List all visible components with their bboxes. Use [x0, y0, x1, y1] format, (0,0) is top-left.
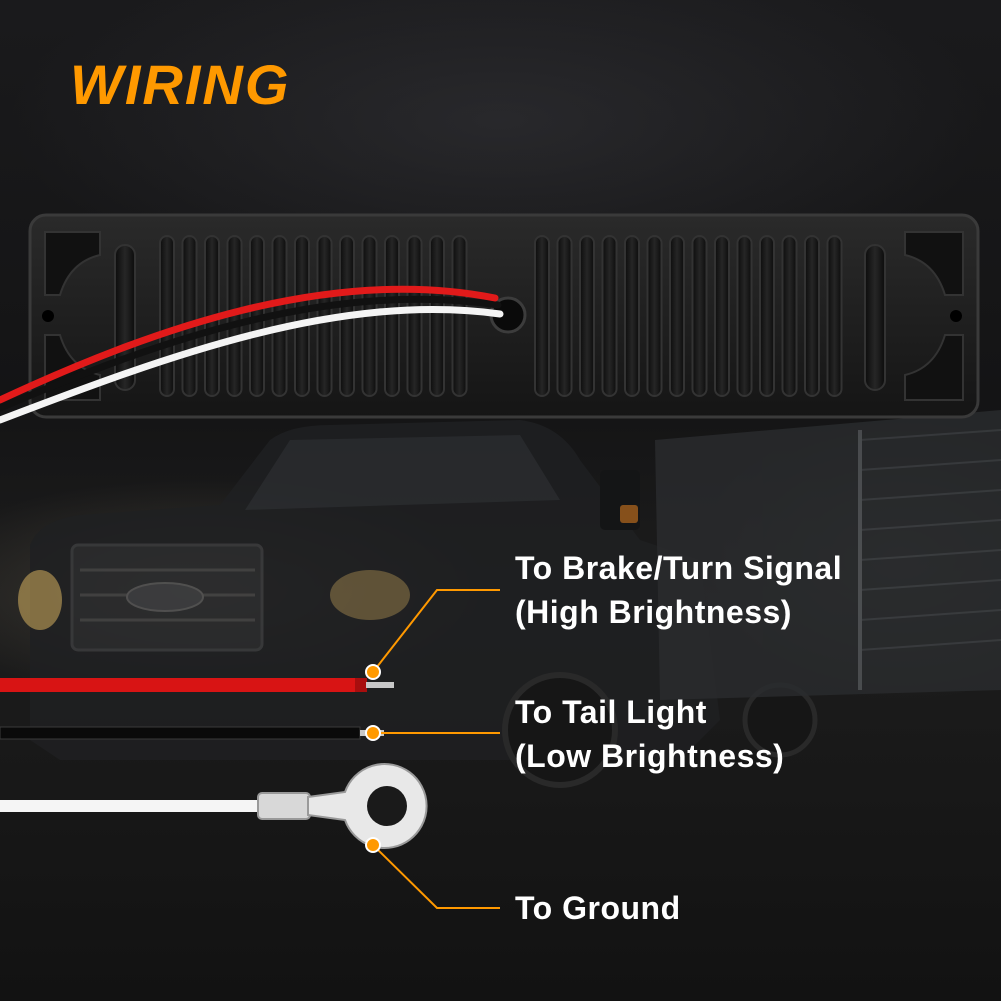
light-wires	[0, 285, 504, 424]
led-rib	[759, 235, 775, 397]
led-rib	[691, 235, 708, 397]
led-rib	[669, 235, 685, 397]
led-rib	[601, 235, 618, 397]
led-rib	[624, 235, 640, 397]
page-title: WIRING	[70, 53, 291, 116]
led-rib	[429, 235, 445, 397]
led-rib	[826, 235, 843, 397]
led-rib	[804, 235, 820, 397]
brake-turn-label-line1: To Brake/Turn Signal	[515, 550, 843, 586]
led-rib	[534, 235, 550, 397]
black-wire	[0, 726, 384, 740]
led-rib	[714, 235, 730, 397]
led-ribs-right	[534, 235, 843, 397]
led-rib	[736, 235, 753, 397]
callout-dots	[365, 664, 381, 853]
tail-light-label-line1: To Tail Light	[515, 694, 707, 730]
led-rib	[781, 235, 798, 397]
tail-light-label: To Tail Light (Low Brightness)	[515, 690, 784, 778]
callout-lines	[372, 589, 500, 909]
led-rib	[646, 235, 663, 397]
led-rib	[451, 235, 468, 397]
led-rib	[159, 235, 175, 397]
led-rib	[556, 235, 573, 397]
led-rib	[579, 235, 595, 397]
led-rib	[294, 235, 310, 397]
white-wire	[0, 800, 262, 812]
tail-light-label-line2: (Low Brightness)	[515, 738, 785, 774]
led-rib	[384, 235, 400, 397]
brake-turn-label: To Brake/Turn Signal (High Brightness)	[515, 546, 842, 634]
horse-trailer-icon	[655, 410, 1001, 700]
brake-turn-label-line2: (High Brightness)	[515, 594, 792, 630]
ring-terminal-icon	[257, 763, 428, 849]
pickup-truck-icon	[18, 420, 818, 788]
red-wire	[0, 678, 394, 692]
led-rib	[181, 235, 198, 397]
led-light-bar-icon	[28, 213, 980, 419]
ground-label: To Ground	[515, 886, 681, 930]
ground-label-line1: To Ground	[515, 890, 681, 926]
led-rib	[406, 235, 423, 397]
